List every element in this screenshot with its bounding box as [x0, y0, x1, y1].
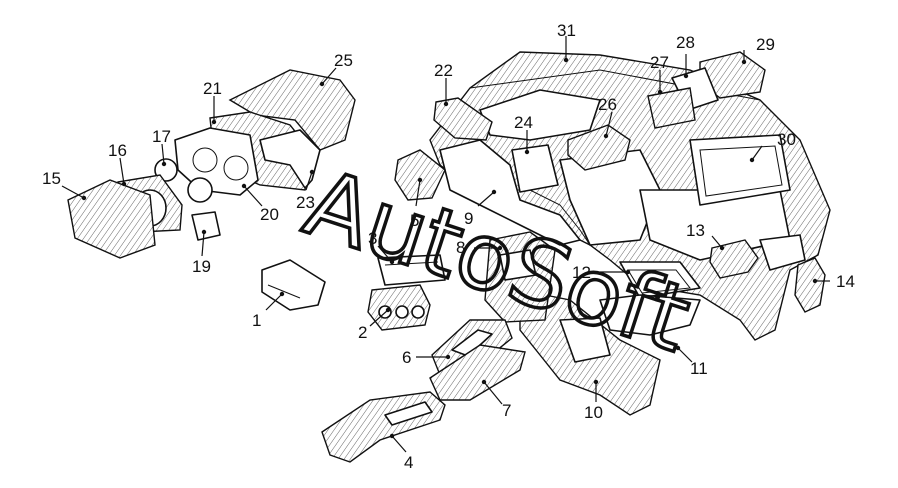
callout-29: 29	[756, 35, 775, 54]
callout-24: 24	[514, 113, 533, 132]
callout-13: 13	[686, 221, 705, 240]
callout-1: 1	[252, 311, 261, 330]
lower-panel-9	[439, 139, 581, 246]
callout-17: 17	[152, 127, 171, 146]
callout-labels: 31 29 28 27 26 24 22 30 13 14 12 11 10 8…	[42, 21, 855, 472]
callout-3: 3	[368, 229, 377, 248]
bracket-11	[599, 294, 701, 336]
rear-console-4	[321, 391, 446, 463]
vent-22	[433, 97, 493, 141]
callout-10: 10	[584, 403, 603, 422]
callout-2: 2	[358, 323, 367, 342]
callout-14: 14	[836, 272, 855, 291]
callout-11: 11	[690, 359, 708, 378]
callout-30: 30	[777, 130, 796, 149]
module-1	[261, 259, 326, 311]
callout-26: 26	[598, 95, 617, 114]
callout-12: 12	[572, 263, 591, 282]
callout-7: 7	[502, 401, 511, 420]
callout-9: 9	[464, 209, 473, 228]
cover-24	[511, 144, 559, 193]
callout-27: 27	[650, 53, 669, 72]
callout-31: 31	[557, 21, 576, 40]
callout-21: 21	[203, 79, 222, 98]
callout-19: 19	[192, 257, 211, 276]
callout-22: 22	[434, 61, 453, 80]
callout-25: 25	[334, 51, 353, 70]
vent-27	[647, 87, 696, 129]
connector-19	[191, 211, 221, 241]
callout-5: 5	[410, 211, 419, 230]
callout-16: 16	[108, 141, 127, 160]
callout-4: 4	[404, 453, 413, 472]
callout-23: 23	[296, 193, 315, 212]
callout-15: 15	[42, 169, 61, 188]
switch-5	[394, 149, 446, 201]
vent-26	[567, 124, 631, 171]
lens-15	[67, 179, 156, 259]
callout-6: 6	[402, 348, 411, 367]
callout-8: 8	[456, 238, 465, 257]
callout-28: 28	[676, 33, 695, 52]
instrument-hood-25	[228, 69, 356, 151]
side-cover-14	[794, 257, 826, 313]
callout-20: 20	[260, 205, 279, 224]
